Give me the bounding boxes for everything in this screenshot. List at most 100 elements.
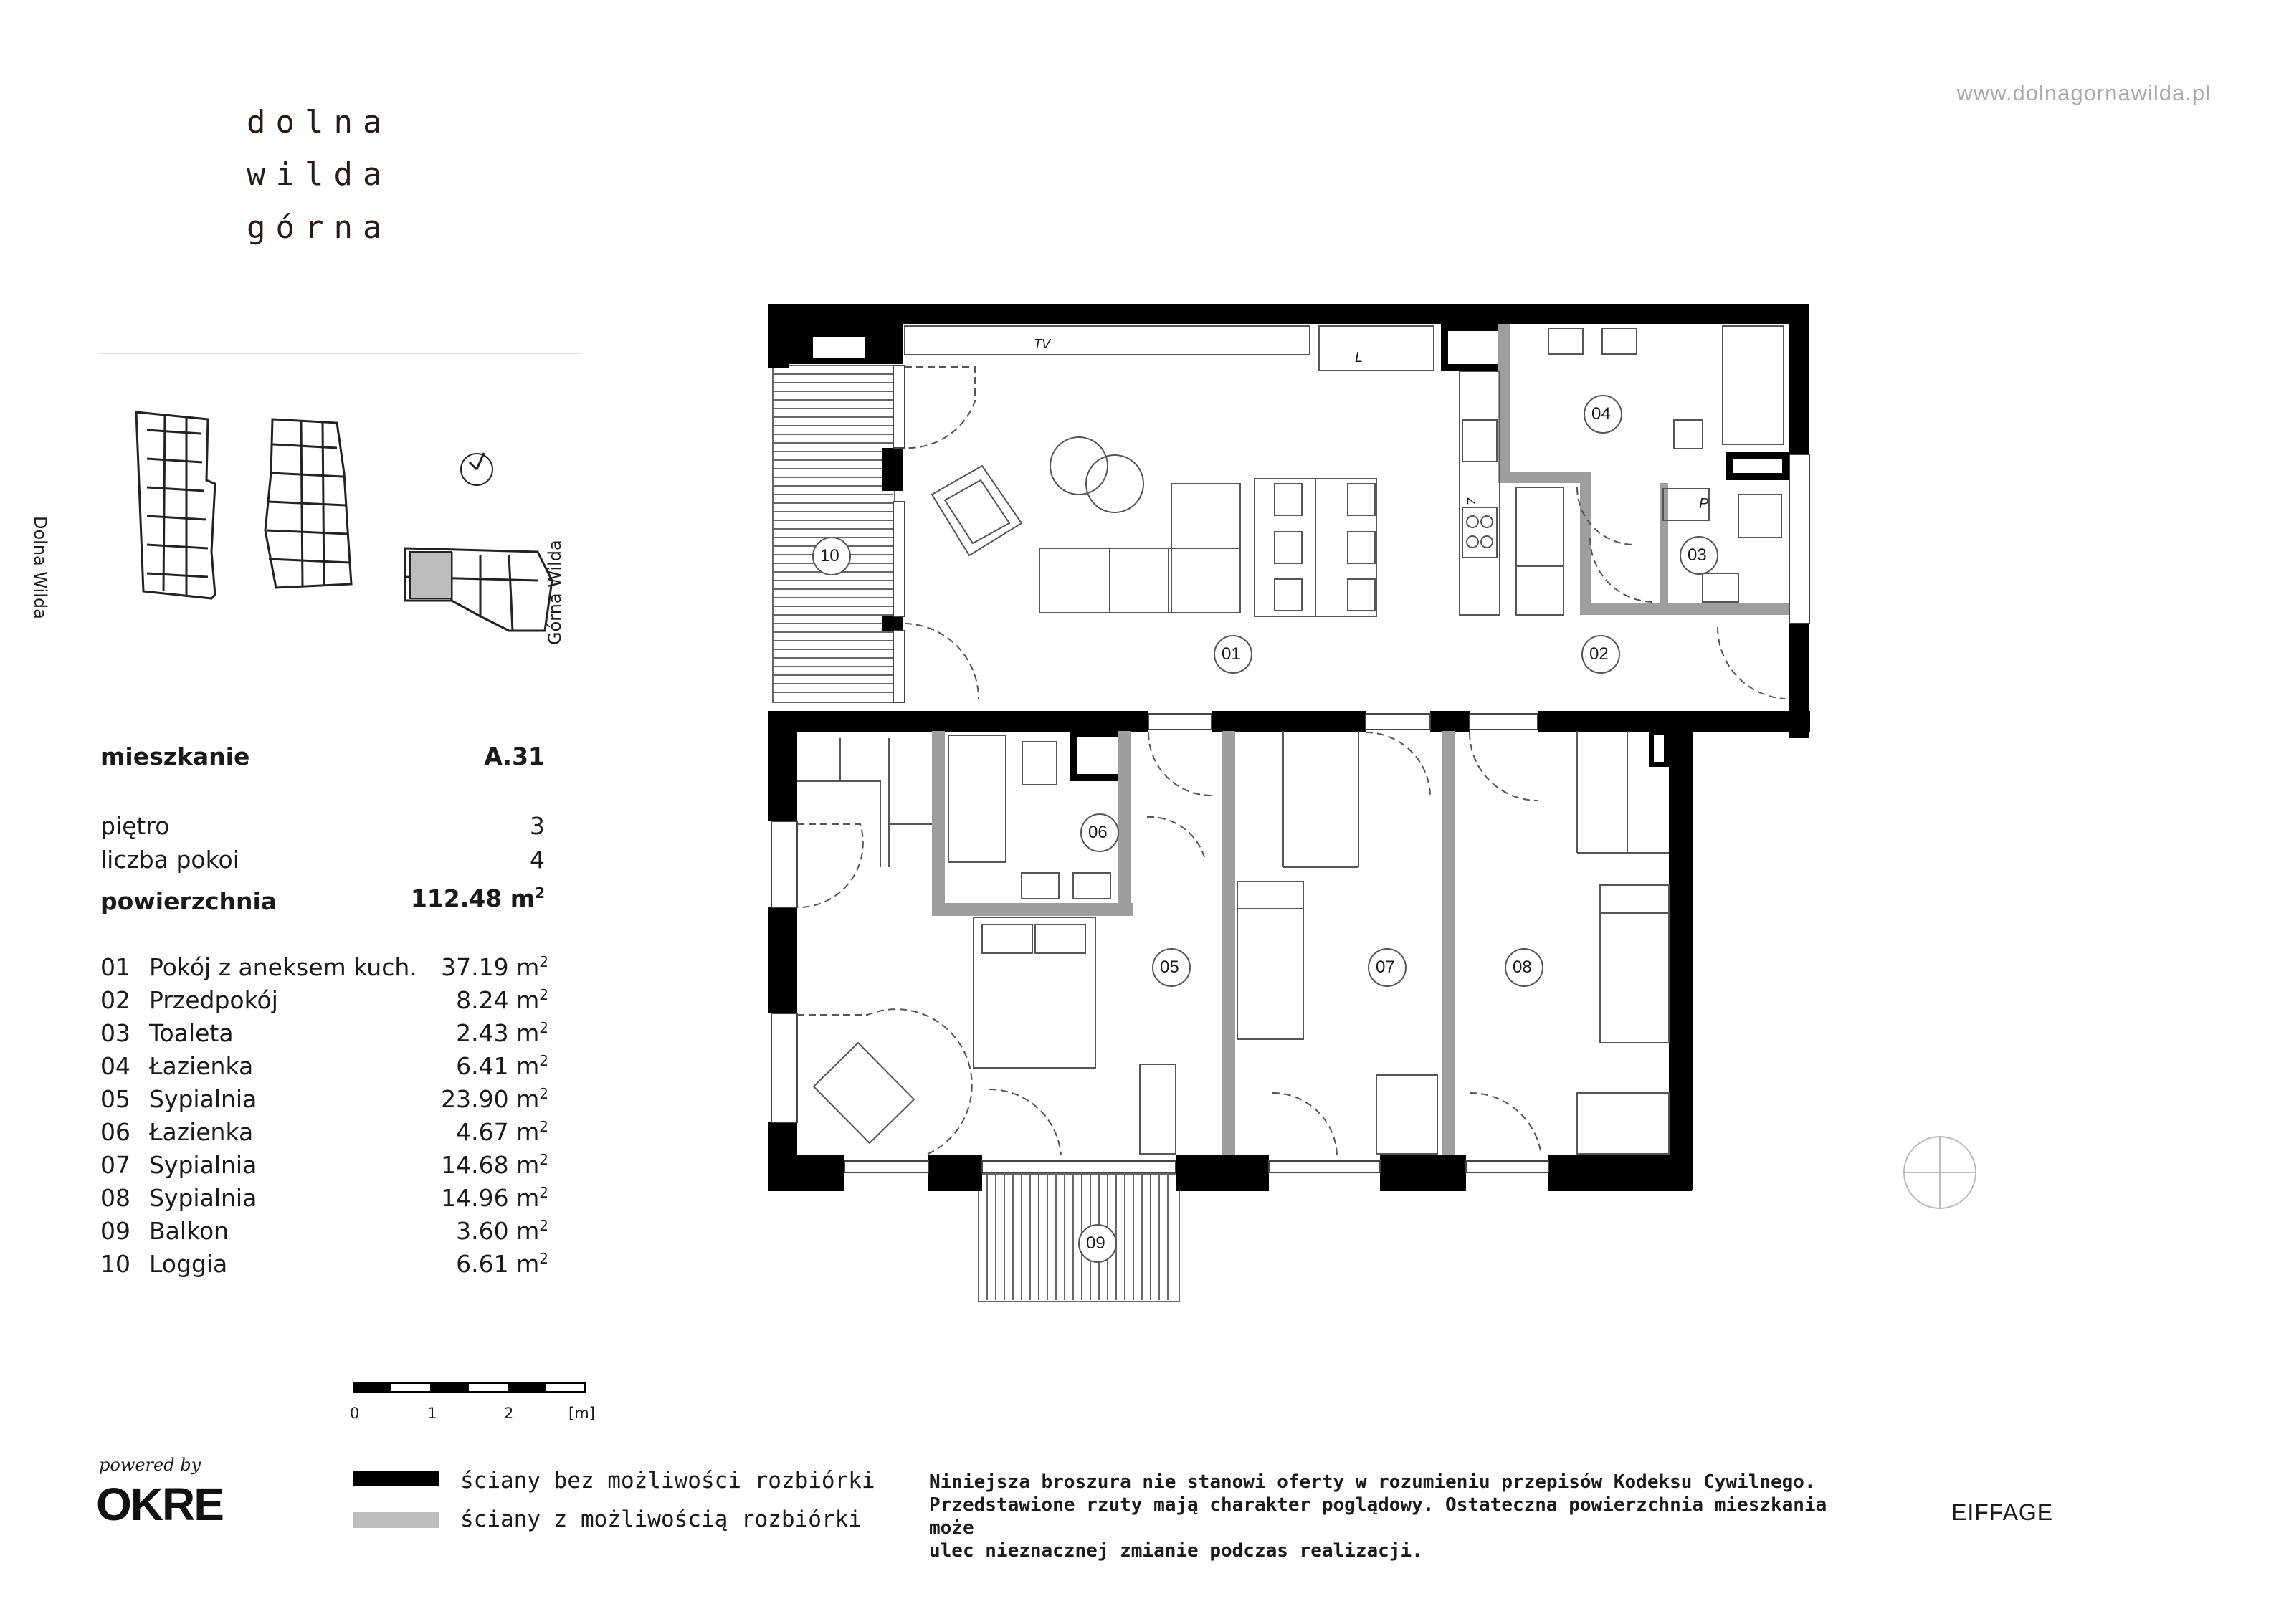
room-area-text: 3.60 m xyxy=(456,1217,540,1245)
okre-logo: OKRE xyxy=(96,1479,224,1530)
room-num: 04 xyxy=(100,1052,130,1080)
doors xyxy=(796,366,1786,1156)
room-area-text: 8.24 m xyxy=(456,986,540,1014)
room-area: 14.96 m2 xyxy=(441,1184,548,1212)
legend-label-removable: ściany z możliwością rozbiórki xyxy=(460,1506,862,1532)
room-area-sup: 2 xyxy=(539,1085,548,1102)
disclaimer-line: ulec nieznacznej zmianie podczas realiza… xyxy=(929,1540,1423,1562)
room-name: Balkon xyxy=(149,1217,229,1245)
scale-unit: [m] xyxy=(568,1405,595,1422)
loggia-10 xyxy=(772,365,895,703)
room-num: 07 xyxy=(100,1151,130,1179)
room-area: 6.41 m2 xyxy=(456,1052,548,1080)
disclaimer: Niniejsza broszura nie stanowi oferty w … xyxy=(929,1471,1861,1562)
room-area: 37.19 m2 xyxy=(441,953,548,981)
room-row: 06 Łazienka 4.67 m2 xyxy=(100,1118,548,1150)
room-row: 04 Łazienka 6.41 m2 xyxy=(100,1052,548,1084)
scale-bar xyxy=(352,1382,589,1396)
room-area-sup: 2 xyxy=(539,986,548,1003)
room-area-text: 2.43 m xyxy=(456,1019,540,1047)
disclaimer-line: Przedstawione rzuty mają charakter poglą… xyxy=(929,1494,1827,1539)
plan-label-09: 09 xyxy=(1086,1233,1105,1253)
room-area-text: 14.96 m xyxy=(441,1184,540,1212)
room-num: 05 xyxy=(100,1085,130,1113)
room-area: 3.60 m2 xyxy=(456,1217,548,1245)
room-num: 06 xyxy=(100,1118,130,1146)
area-label: powierzchnia xyxy=(100,887,277,915)
room-area: 14.68 m2 xyxy=(441,1151,548,1179)
room-area: 23.90 m2 xyxy=(441,1085,548,1113)
tv-label: TV xyxy=(1034,337,1051,351)
structural-walls xyxy=(768,304,1810,1191)
room-area-text: 37.19 m xyxy=(441,953,540,981)
room-area: 2.43 m2 xyxy=(456,1019,548,1047)
room-row: 07 Sypialnia 14.68 m2 xyxy=(100,1151,548,1183)
area-value: 112.48 m2 xyxy=(411,884,545,912)
room-num: 01 xyxy=(100,953,130,981)
room-area-sup: 2 xyxy=(539,1250,548,1267)
room-area-sup: 2 xyxy=(539,1151,548,1168)
balcony-09 xyxy=(978,1173,1180,1302)
room-area-sup: 2 xyxy=(539,1217,548,1234)
area-value-text: 112.48 m xyxy=(410,884,536,912)
removable-walls xyxy=(932,324,1789,1155)
room-row: 02 Przedpokój 8.24 m2 xyxy=(100,986,548,1018)
room-area-text: 6.41 m xyxy=(456,1052,540,1080)
room-area-text: 14.68 m xyxy=(441,1151,540,1179)
powered-by-label: powered by xyxy=(99,1455,201,1475)
site-plan xyxy=(79,401,581,645)
room-area-text: 23.90 m xyxy=(441,1085,540,1113)
room-area-sup: 2 xyxy=(539,1052,548,1069)
apartment-label: mieszkanie xyxy=(100,742,250,770)
windows xyxy=(771,365,1810,1173)
legend-swatch-structural xyxy=(353,1471,439,1486)
floor-label: piętro xyxy=(100,812,170,840)
room-row: 09 Balkon 3.60 m2 xyxy=(100,1217,548,1248)
room-area-text: 6.61 m xyxy=(456,1250,540,1278)
room-area-sup: 2 xyxy=(539,953,548,970)
washer-label: P xyxy=(1699,496,1709,512)
room-row: 08 Sypialnia 14.96 m2 xyxy=(100,1184,548,1215)
room-num: 09 xyxy=(100,1217,130,1245)
room-area-sup: 2 xyxy=(539,1118,548,1135)
divider xyxy=(98,353,582,354)
plan-label-05: 05 xyxy=(1160,957,1179,977)
eiffage-logo: EIFFAGE xyxy=(1951,1499,2054,1525)
plan-label-04: 04 xyxy=(1591,404,1611,424)
room-name: Łazienka xyxy=(149,1118,254,1146)
floor-value: 3 xyxy=(530,812,545,840)
room-area-text: 4.67 m xyxy=(456,1118,540,1146)
furniture xyxy=(797,325,1784,1155)
room-markers xyxy=(812,395,1718,1263)
room-num: 10 xyxy=(100,1250,130,1278)
room-area-sup: 2 xyxy=(539,1019,548,1036)
fridge-label: L xyxy=(1355,350,1363,366)
plan-label-07: 07 xyxy=(1376,957,1395,977)
room-name: Sypialnia xyxy=(149,1151,257,1179)
room-name: Sypialnia xyxy=(149,1184,257,1212)
room-row: 01 Pokój z aneksem kuch. 37.19 m2 xyxy=(100,953,548,985)
plan-label-08: 08 xyxy=(1513,957,1532,977)
room-name: Toaleta xyxy=(149,1019,234,1047)
room-area: 8.24 m2 xyxy=(456,986,548,1014)
disclaimer-line: Niniejsza broszura nie stanowi oferty w … xyxy=(929,1471,1816,1493)
room-area-sup: 2 xyxy=(539,1184,548,1201)
legend-label-structural: ściany bez możliwości rozbiórki xyxy=(460,1468,875,1494)
website-url[interactable]: www.dolnagornawilda.pl xyxy=(1956,80,2211,105)
compass-rose xyxy=(1903,1136,1976,1209)
room-area: 4.67 m2 xyxy=(456,1118,548,1146)
room-num: 08 xyxy=(100,1184,130,1212)
room-name: Pokój z aneksem kuch. xyxy=(149,953,417,981)
room-num: 02 xyxy=(100,986,130,1014)
rooms-count-value: 4 xyxy=(530,846,545,874)
area-unit-sup: 2 xyxy=(535,884,545,902)
apartment-id: A.31 xyxy=(484,742,545,770)
room-name: Łazienka xyxy=(149,1052,254,1080)
logo-line-2: wilda xyxy=(247,156,392,193)
dishwasher-label: Z xyxy=(1464,497,1477,505)
room-name: Przedpokój xyxy=(149,986,278,1014)
plan-label-02: 02 xyxy=(1589,644,1609,664)
scale-tick-1: 1 xyxy=(427,1405,437,1422)
